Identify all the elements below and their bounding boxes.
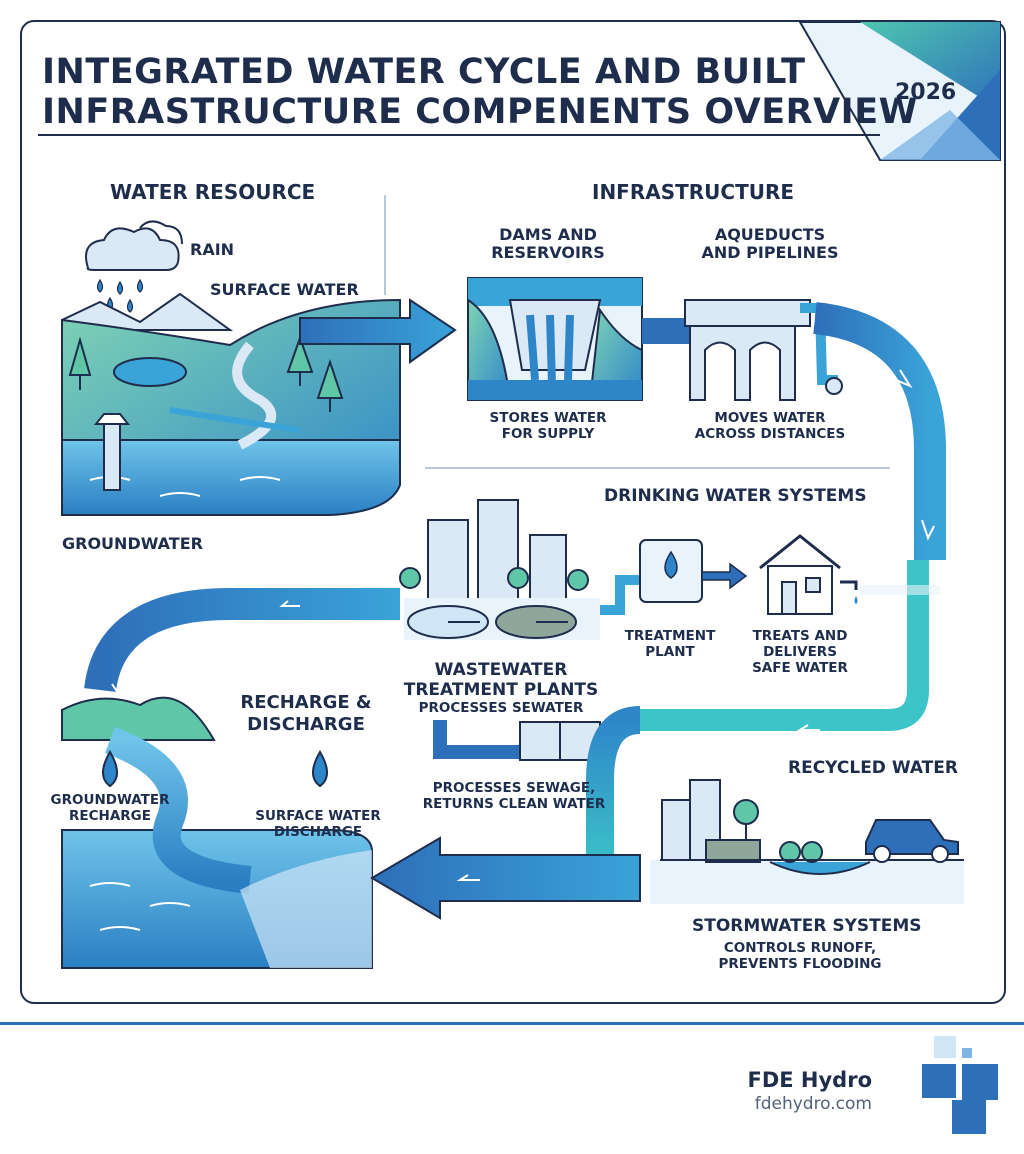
section-water-resource: WATER RESOURCE	[110, 180, 316, 204]
flow-arrow-discharge	[370, 836, 641, 920]
pipe-to-stormwater	[586, 706, 642, 870]
dams-line-1: DAMS AND	[499, 225, 597, 244]
stormwater-line-2: PREVENTS FLOODING	[718, 956, 882, 972]
stormwater-scene	[650, 779, 964, 904]
recharge-line-2: DISCHARGE	[247, 714, 365, 735]
dams-line-2: RESERVOIRS	[491, 243, 605, 262]
treatment-line-1: TREATMENT	[624, 628, 716, 644]
footer-rule	[0, 1022, 1024, 1025]
wastewater-line-1: WASTEWATER	[434, 660, 568, 680]
label-wastewater: WASTEWATER TREATMENT PLANTS	[396, 660, 606, 700]
title-line-1: INTEGRATED WATER CYCLE AND BUILT	[42, 52, 806, 92]
title-line-2: INFRASTRUCTURE COMPENENTS OVERVIEW	[42, 92, 918, 132]
treatment-line-2: PLANT	[645, 644, 695, 660]
brand-url[interactable]: fdehydro.com	[754, 1094, 872, 1114]
treats-line-3: SAFE WATER	[752, 660, 848, 676]
section-drinking-water: DRINKING WATER SYSTEMS	[604, 486, 867, 506]
label-rain: RAIN	[190, 240, 235, 259]
recharge-line-1: RECHARGE &	[240, 692, 372, 713]
label-dams-desc: STORES WATER FOR SUPPLY	[478, 410, 618, 442]
city-skyline-icon	[399, 499, 589, 601]
treats-line-1: TREATS AND	[752, 628, 848, 644]
car-icon	[865, 819, 959, 863]
label-surface-water: SURFACE WATER	[210, 280, 359, 299]
label-aqueducts-desc: MOVES WATER ACROSS DISTANCES	[690, 410, 850, 442]
year-badge: 2026	[895, 80, 957, 105]
footer-brand: FDE Hydro fdehydro.com	[747, 1068, 872, 1114]
label-stormwater-desc: CONTROLS RUNOFF, PREVENTS FLOODING	[700, 940, 900, 972]
dam-icon	[467, 277, 643, 401]
label-aqueducts: AQUEDUCTS AND PIPELINES	[690, 226, 850, 262]
treatment-plant-icon	[600, 539, 748, 615]
rain-cloud-icon	[85, 220, 183, 313]
page-title: INTEGRATED WATER CYCLE AND BUILT INFRAST…	[42, 52, 918, 132]
section-recycled-water: RECYCLED WATER	[788, 758, 958, 778]
label-groundwater-recharge: GROUNDWATER RECHARGE	[40, 792, 180, 824]
aqueducts-line-1: AQUEDUCTS	[714, 225, 826, 244]
section-infrastructure: INFRASTRUCTURE	[592, 180, 795, 204]
fde-hydro-logo-icon	[922, 1036, 998, 1134]
recharge-landscape	[61, 696, 373, 969]
sewage-line-2: RETURNS CLEAN WATER	[422, 796, 606, 812]
wastewater-tanks-icon	[404, 598, 600, 640]
stormwater-line-1: CONTROLS RUNOFF,	[723, 940, 877, 956]
treats-line-2: DELIVERS	[763, 644, 837, 660]
dams-desc-line-1: STORES WATER	[489, 410, 607, 426]
aqueducts-line-2: AND PIPELINES	[701, 243, 839, 262]
label-groundwater: GROUNDWATER	[62, 534, 203, 553]
sw-discharge-line-2: DISCHARGE	[273, 824, 363, 840]
sewage-pipe-icon	[433, 720, 601, 761]
title-rule	[38, 134, 880, 136]
label-processes-sewage: PROCESSES SEWAGE, RETURNS CLEAN WATER	[414, 780, 614, 812]
dams-desc-line-2: FOR SUPPLY	[501, 426, 595, 442]
wastewater-line-2: TREATMENT PLANTS	[403, 680, 599, 700]
label-surface-water-discharge: SURFACE WATER DISCHARGE	[248, 808, 388, 840]
label-processes-sewater: PROCESSES SEWATER	[418, 700, 584, 716]
aqueducts-desc-line-1: MOVES WATER	[714, 410, 826, 426]
aqueduct-icon	[642, 299, 843, 401]
sewage-line-1: PROCESSES SEWAGE,	[432, 780, 596, 796]
water-resource-landscape	[61, 292, 401, 516]
label-treatment-plant: TREATMENT PLANT	[620, 628, 720, 660]
pipe-return-teal	[640, 560, 929, 731]
label-dams: DAMS AND RESERVOIRS	[478, 226, 618, 262]
brand-name: FDE Hydro	[747, 1068, 872, 1092]
pipe-loop-right	[812, 302, 946, 560]
corner-decoration	[798, 21, 1001, 161]
label-treats-delivers: TREATS AND DELIVERS SAFE WATER	[750, 628, 850, 676]
gw-recharge-line-1: GROUNDWATER	[50, 792, 170, 808]
sw-discharge-line-1: SURFACE WATER	[255, 808, 381, 824]
flow-arrow-return-left	[84, 588, 400, 693]
section-recharge-discharge: RECHARGE & DISCHARGE	[236, 692, 376, 736]
flow-markers	[796, 369, 935, 731]
label-stormwater: STORMWATER SYSTEMS	[692, 916, 922, 936]
flow-arrow-to-infrastructure	[299, 298, 457, 364]
house-icon	[759, 534, 858, 615]
aqueducts-desc-line-2: ACROSS DISTANCES	[694, 426, 846, 442]
gw-recharge-line-2: RECHARGE	[69, 808, 151, 824]
